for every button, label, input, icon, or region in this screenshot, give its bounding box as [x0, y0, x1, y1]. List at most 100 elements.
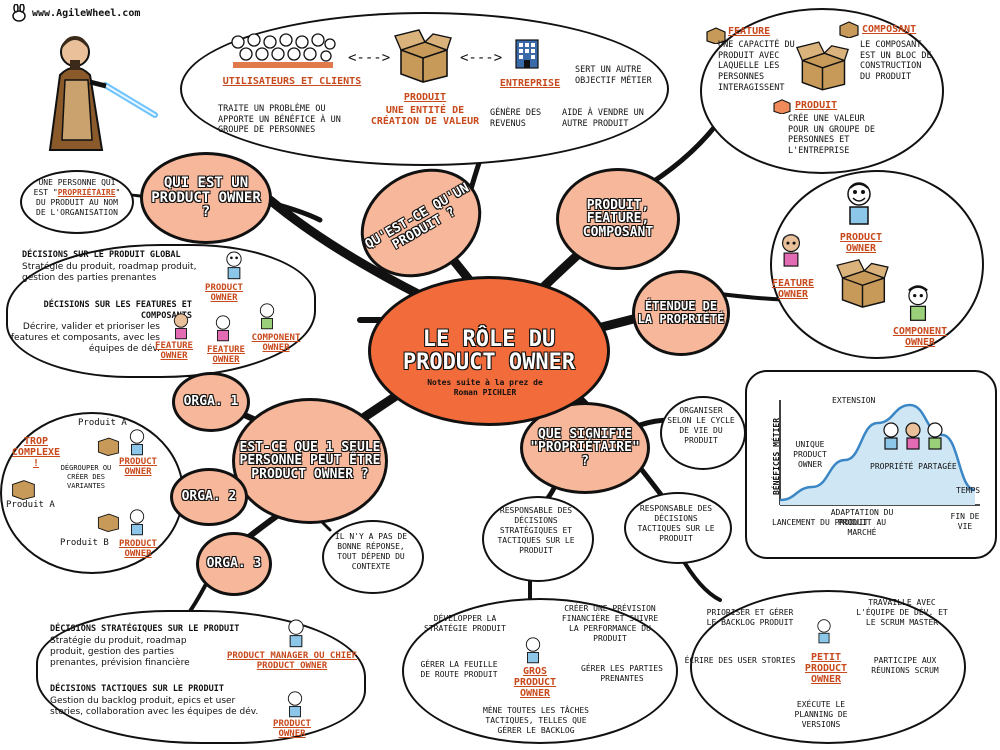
product-owner-person-icon: [842, 180, 876, 226]
gros-d: Gérer les parties prenantes: [581, 664, 663, 683]
gros-po-bubble: [402, 598, 678, 744]
three-people-icon: [880, 420, 946, 450]
pfc-produit-desc: crée une valeur pour un groupe de person…: [788, 114, 875, 156]
orga1-feature-owner-b: Feature Owner: [207, 345, 245, 365]
chart-ylabel: Bénéfices métier: [772, 417, 781, 495]
qui-note-b: propriétaire: [57, 188, 116, 197]
gros-c: Gérer la feuille de route produit: [420, 660, 498, 679]
node-seule[interactable]: EST-CE QUE 1 SEULE PERSONNE PEUT ÊTRE PR…: [232, 398, 388, 524]
orga1-fo-icon-b: [212, 314, 234, 342]
produit-detail-bubble: [180, 12, 669, 166]
feature-label: Feature: [728, 26, 771, 37]
orga1-co-icon: [256, 302, 278, 330]
composant-label: Composant: [862, 24, 917, 35]
orga2-box-a-top: [94, 432, 122, 457]
etendue-product-owner: Product Owner: [839, 232, 883, 254]
crowd-icon: [228, 30, 338, 70]
orga2-box-a: [8, 474, 38, 501]
petit-label: Petit Product Owner: [804, 652, 848, 685]
central-subtitle: Notes suite à la prez de Roman PICHLER: [427, 378, 543, 397]
feature-box-icon: [705, 26, 727, 45]
lifecycle-chart: [779, 400, 980, 506]
produit-e3: aide à vendre un autre produit: [562, 108, 644, 129]
orga1-product-owner: Product Owner: [205, 283, 243, 303]
qui-note-bubble: [20, 170, 134, 234]
petit-c: Écrire des user stories: [684, 656, 796, 665]
orga3-pm: Product Manager ou Chief Product Owner: [226, 651, 358, 671]
users-desc: traite un problème ou apporte un bénéfic…: [218, 104, 341, 136]
petit-d: Participe aux réunions scrum: [871, 656, 939, 675]
orga1-t2: Décrire, valider et prioriser les featur…: [10, 322, 160, 354]
orga1-h1: Décisions sur le produit global: [22, 250, 181, 260]
orga1-feature-owner-a: Feature Owner: [155, 341, 193, 361]
lifecycle-curve: [779, 403, 976, 502]
gros-a: Développer la stratégie produit: [424, 614, 506, 633]
central-title: LE RÔLE DU PRODUCT OWNER: [402, 326, 576, 375]
orga3-h2: Décisions tactiques sur le produit: [50, 684, 224, 694]
orga3-po: Product Owner: [273, 719, 311, 739]
composant-desc: le composant est un bloc de construction…: [860, 40, 932, 82]
petit-b: Travaille avec l'équipe de dév. et le sc…: [856, 598, 948, 627]
gros-label: Gros Product Owner: [513, 666, 557, 699]
orga2-po-icon-2: [126, 508, 148, 536]
orga3-detail-bubble: [36, 610, 366, 744]
orga1-component-owner: Component Owner: [251, 333, 301, 353]
gros-po-icon: [522, 636, 544, 664]
produit-e2: génère des revenus: [490, 108, 542, 129]
orga2-produit-a: Produit A: [6, 500, 55, 510]
gros-e: Mène toutes les tâches tactiques, telles…: [483, 706, 589, 735]
orga3-pm-icon: [284, 618, 308, 648]
orga2-po2: Product Owner: [119, 539, 157, 559]
petit-po-bubble: [690, 590, 966, 744]
etendue-feature-owner: Feature Owner: [771, 278, 815, 300]
gros-b: Créer une prévision financière et suivre…: [561, 604, 659, 643]
orga2-box-b: [94, 508, 122, 533]
tact-text: Responsable des décisions tactiques sur …: [637, 504, 715, 543]
strat-bubble: [482, 496, 594, 582]
box-icon: [393, 28, 453, 83]
lifecycle-area: [780, 405, 975, 505]
node-etendue[interactable]: ÉTENDUE DE LA PROPRIÉTÉ: [632, 270, 730, 356]
orga3-t2: Gestion du backlog produit, epics et use…: [50, 696, 259, 717]
etendue-component-owner: Component Owner: [892, 326, 948, 348]
qui-note-c: " du produit au nom de l'organisation: [36, 188, 121, 217]
etendue-box-icon: [835, 258, 890, 308]
node-orga2[interactable]: ORGA. 2: [170, 468, 248, 526]
node-qui[interactable]: QUI EST UN PRODUCT OWNER ?: [140, 152, 272, 244]
site-url[interactable]: www.AgileWheel.com: [32, 8, 141, 19]
node-orga3[interactable]: ORGA. 3: [196, 532, 272, 596]
users-label: Utilisateurs et clients: [222, 76, 362, 87]
chart-fin: Fin de vie: [950, 512, 980, 531]
orga2-produit-b: Produit B: [60, 538, 109, 548]
orga1-h2: Décisions sur les features et composants: [43, 300, 192, 321]
central-node[interactable]: LE RÔLE DU PRODUCT OWNER: [368, 276, 610, 426]
strat-text: Responsable des décisions stratégiques e…: [497, 506, 575, 555]
chart-temps: Temps: [956, 486, 981, 495]
composant-box-icon: [838, 20, 860, 39]
orga1-fo-icon-a: [170, 312, 192, 340]
produit-label: Produit: [403, 92, 447, 103]
feature-owner-person-icon: [778, 232, 804, 268]
orga3-h1: Décisions stratégiques sur le produit: [50, 624, 240, 634]
node-pfc[interactable]: PRODUIT, FEATURE, COMPOSANT: [556, 168, 680, 270]
petit-e: Exécute le planning de versions: [794, 700, 848, 729]
orga2-po-icon-1: [126, 428, 148, 456]
node-orga1[interactable]: ORGA. 1: [172, 372, 250, 432]
users-to-product-arrow: <--->: [348, 50, 391, 66]
orga2-degrouper: Dégrouper ou créer des variantes: [60, 464, 112, 490]
jedi-icon: [20, 20, 160, 160]
petit-po-icon: [814, 618, 834, 644]
feature-desc: une capacité du produit avec laquelle le…: [718, 40, 795, 93]
pfc-detail-bubble: [700, 8, 944, 174]
chart-lancement: Lancement du produit: [772, 518, 869, 527]
organiser-text: Organiser selon le cycle de vie du produ…: [667, 406, 735, 445]
produit-desc: une entité de création de valeur: [370, 105, 480, 127]
reponse-bubble: [322, 520, 424, 594]
qui-note: Une personne qui est "propriétaire" du p…: [30, 178, 124, 218]
building-icon: [512, 38, 542, 70]
orga1-po-icon: [222, 250, 246, 280]
entreprise-label: Entreprise: [499, 78, 561, 89]
chart-unique: Unique Product Owner: [793, 440, 827, 469]
qui-note-a: Une personne qui est ": [33, 178, 116, 197]
orga3-po-icon: [284, 690, 306, 718]
